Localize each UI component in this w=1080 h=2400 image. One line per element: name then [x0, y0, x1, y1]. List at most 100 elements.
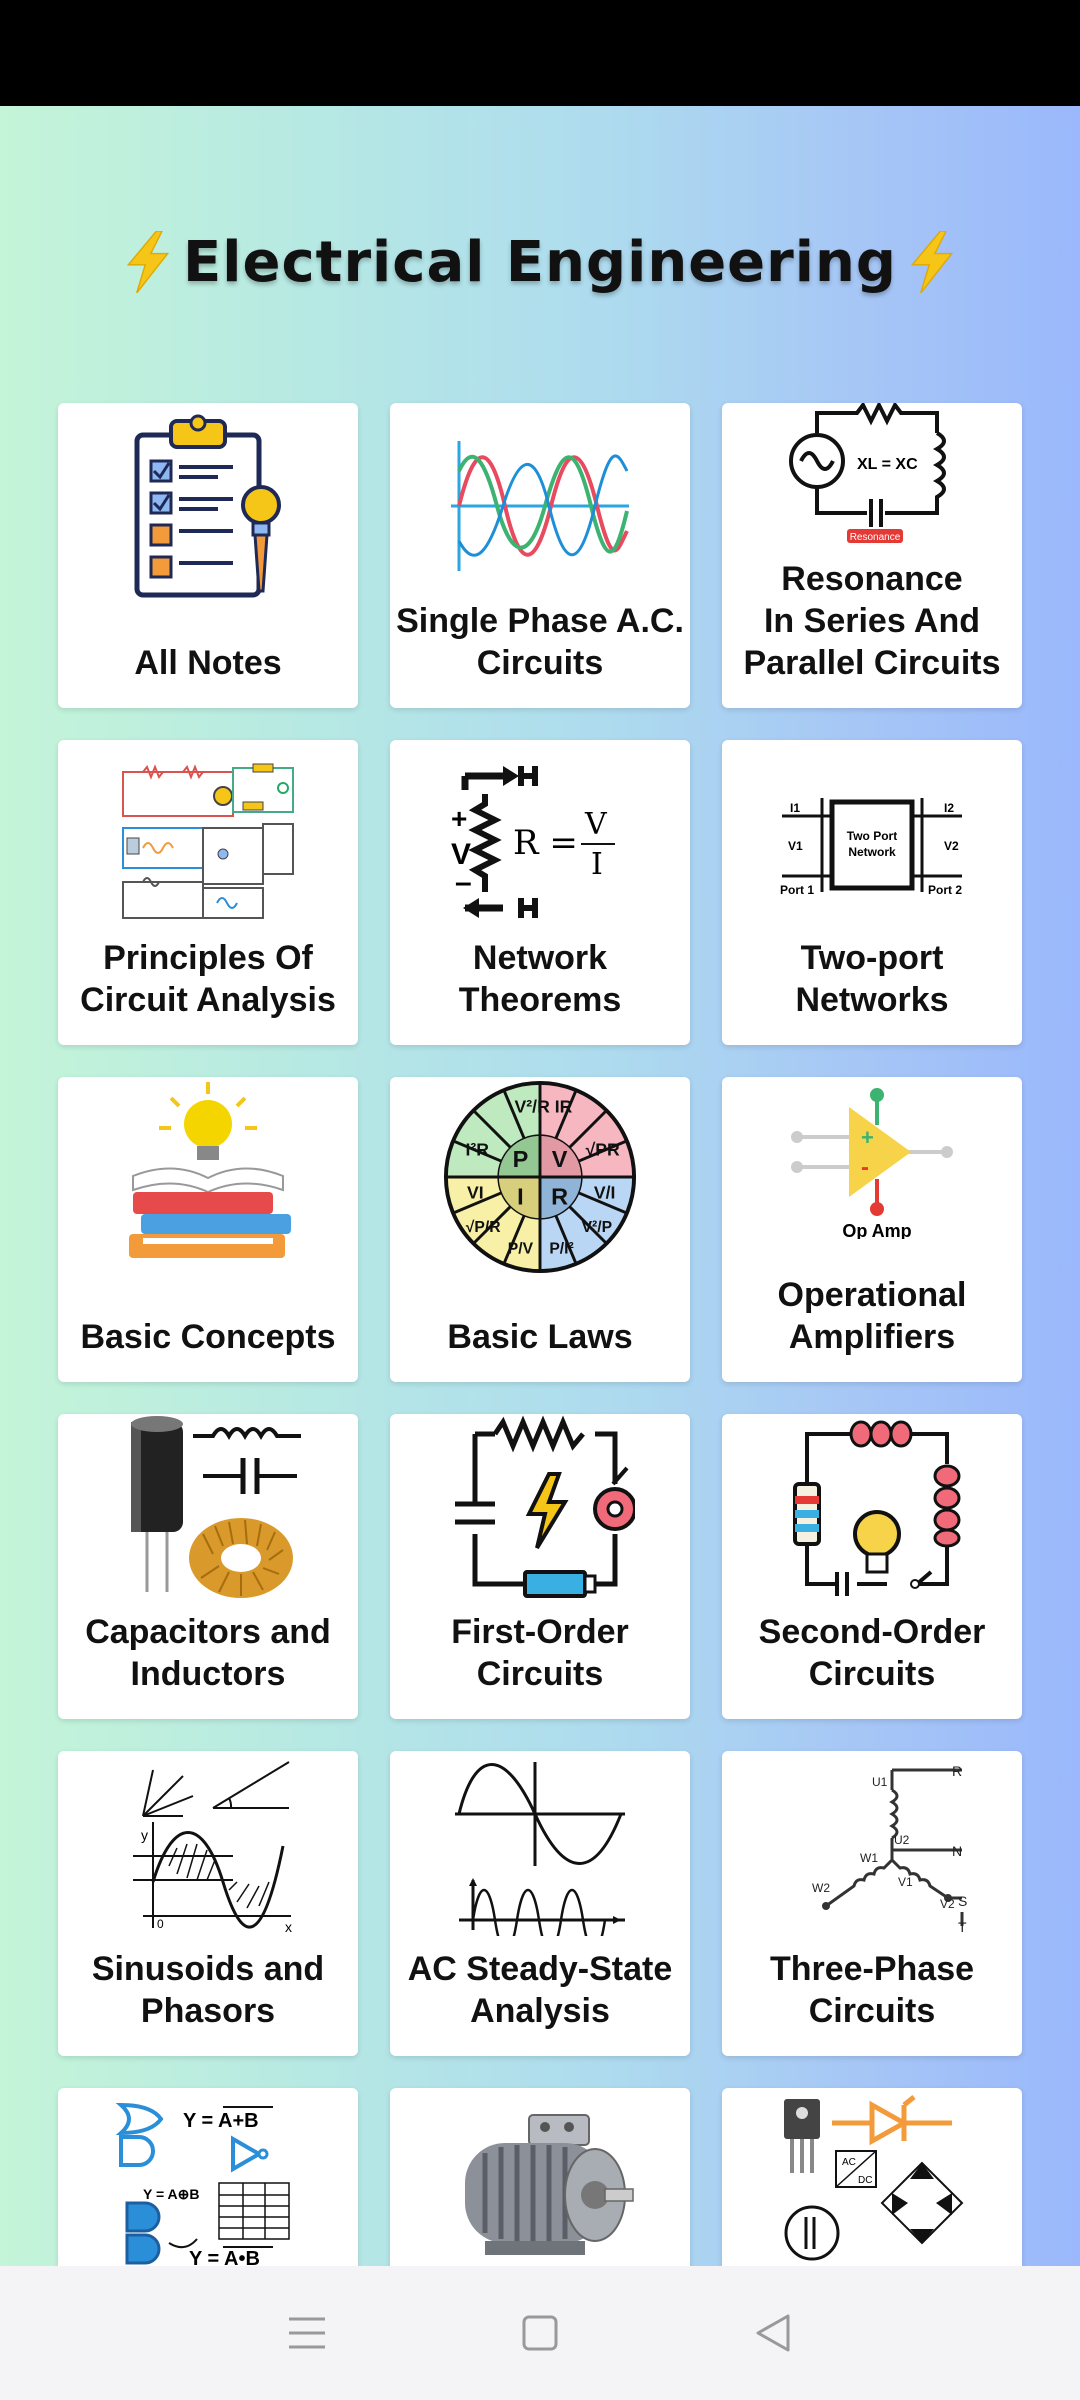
svg-text:V2: V2 [940, 1897, 955, 1911]
svg-text:+: + [451, 803, 467, 834]
power-electronics-icon: AC DC [772, 2088, 972, 2278]
card-three-phase[interactable]: R U1 U2 N W1 V1 W2 V2 S T Three-Phase Ci… [722, 1751, 1022, 2056]
svg-text:I2: I2 [944, 801, 954, 815]
port1-label: Port 1 [780, 883, 814, 897]
card-resonance[interactable]: XL = XC Resonance Resonance In Series An… [722, 403, 1022, 708]
op-amp-caption: Op Amp [842, 1221, 911, 1239]
svg-text:T: T [958, 1919, 967, 1935]
formula-text: XL = XC [857, 456, 918, 473]
card-single-phase-ac[interactable]: Single Phase A.C. Circuits [390, 403, 690, 708]
home-square-icon[interactable] [510, 2303, 570, 2363]
svg-text:+: + [861, 1125, 874, 1150]
card-label: Operational Amplifiers [777, 1276, 967, 1356]
card-capacitors-inductors[interactable]: Capacitors and Inductors [58, 1414, 358, 1719]
first-order-circuit-icon [440, 1414, 640, 1604]
svg-text:R: R [952, 1763, 962, 1779]
system-nav-bar [0, 2266, 1080, 2400]
svg-text:Y = A+B: Y = A+B [183, 2110, 259, 2132]
resonance-circuit-icon: XL = XC Resonance [772, 403, 972, 543]
svg-text:R: R [551, 1183, 568, 1209]
ohms-law-wheel-icon: P V I R V²/R IR √PR V/I I²R VI √P/R P/V … [440, 1079, 640, 1275]
svg-text:V1: V1 [898, 1875, 913, 1889]
svg-text:V²/R: V²/R [515, 1096, 551, 1116]
svg-text:V: V [552, 1146, 568, 1172]
ac-waveform-icon [440, 1751, 640, 1941]
svg-text:Y = A•B: Y = A•B [189, 2248, 260, 2270]
card-label: Capacitors and Inductors [85, 1613, 331, 1693]
svg-text:–: – [455, 866, 472, 899]
back-triangle-icon[interactable] [743, 2303, 803, 2363]
svg-text:P/V: P/V [508, 1240, 534, 1257]
card-label: Principles Of Circuit Analysis [80, 939, 336, 1019]
svg-text:Network: Network [848, 845, 896, 859]
svg-text:V: V [451, 838, 471, 871]
card-network-theorems[interactable]: + V – R = V I Network Theorems [390, 740, 690, 1045]
svg-text:AC: AC [842, 2157, 856, 2168]
card-label: Network Theorems [458, 939, 622, 1019]
card-all-notes[interactable]: All Notes [58, 403, 358, 708]
books-lightbulb-icon [108, 1082, 308, 1275]
app-title: Electrical Engineering [183, 229, 897, 295]
svg-text:V2: V2 [944, 839, 959, 853]
card-label: Basic Concepts [80, 1318, 336, 1356]
capacitor-inductor-icon [118, 1414, 318, 1604]
resonance-tag: Resonance [850, 532, 901, 543]
lightning-bolt-icon [910, 231, 954, 293]
card-basic-concepts[interactable]: Basic Concepts [58, 1077, 358, 1382]
three-phase-icon: R U1 U2 N W1 V1 W2 V2 S T [772, 1751, 972, 1941]
phasor-graph-icon: y 0 x [108, 1751, 308, 1941]
svg-text:W1: W1 [860, 1851, 878, 1865]
card-label: Resonance In Series And Parallel Circuit… [743, 560, 1001, 682]
card-two-port-networks[interactable]: I1 I2 V1 V2 Two Port Network Port 1 Port… [722, 740, 1022, 1045]
svg-text:I1: I1 [790, 801, 800, 815]
card-operational-amplifiers[interactable]: + - Op Amp Operational Amplifiers [722, 1077, 1022, 1382]
card-first-order-circuits[interactable]: First-Order Circuits [390, 1414, 690, 1719]
svg-text:IR: IR [555, 1096, 573, 1116]
svg-text:-: - [861, 1154, 869, 1181]
card-label: Sinusoids and Phasors [91, 1950, 325, 2030]
svg-text:V1: V1 [788, 839, 803, 853]
clipboard-checklist-icon [108, 411, 308, 601]
card-basic-laws[interactable]: P V I R V²/R IR √PR V/I I²R VI √P/R P/V … [390, 1077, 690, 1382]
card-label: All Notes [134, 644, 282, 682]
card-sinusoids-phasors[interactable]: y 0 x Sinusoids and Phasors [58, 1751, 358, 2056]
card-ac-steady-state[interactable]: AC Steady-State Analysis [390, 1751, 690, 2056]
svg-text:VI: VI [467, 1183, 484, 1203]
card-second-order-circuits[interactable]: Second-Order Circuits [722, 1414, 1022, 1719]
page-title: Electrical Engineering [0, 222, 1080, 302]
svg-text:W2: W2 [812, 1881, 830, 1895]
menu-icon[interactable] [277, 2303, 337, 2363]
card-label: Second-Order Circuits [758, 1613, 986, 1693]
svg-text:N: N [952, 1843, 962, 1859]
svg-text:R =: R = [513, 823, 578, 863]
card-label: Two-port Networks [795, 939, 949, 1019]
svg-text:I: I [591, 847, 603, 882]
svg-text:x: x [285, 1919, 292, 1935]
two-port-network-icon: I1 I2 V1 V2 Two Port Network Port 1 Port… [772, 748, 972, 938]
svg-text:V²/P: V²/P [582, 1219, 612, 1236]
logic-gates-icon: Y = A+B Y = A⊕B Y = A•B [108, 2088, 308, 2278]
svg-text:Two Port: Two Port [847, 829, 897, 843]
status-bar [0, 0, 1080, 106]
card-label: Three-Phase Circuits [769, 1950, 975, 2030]
svg-text:P: P [513, 1146, 529, 1172]
sine-waves-icon [440, 411, 640, 601]
svg-text:V: V [584, 807, 608, 842]
svg-text:y: y [141, 1827, 148, 1843]
svg-text:DC: DC [858, 2175, 872, 2186]
svg-text:I: I [517, 1183, 524, 1209]
op-amp-icon: + - Op Amp [772, 1079, 972, 1239]
card-label: Basic Laws [447, 1318, 633, 1356]
svg-text:S: S [958, 1893, 967, 1909]
second-order-circuit-icon [772, 1414, 972, 1604]
svg-text:V/I: V/I [594, 1183, 616, 1203]
svg-text:I²R: I²R [466, 1139, 490, 1159]
svg-text:U1: U1 [872, 1775, 888, 1789]
card-label: First-Order Circuits [451, 1613, 629, 1693]
card-label: Single Phase A.C. Circuits [396, 602, 684, 682]
electric-motor-icon [440, 2098, 640, 2278]
svg-text:Y = A⊕B: Y = A⊕B [143, 2186, 199, 2202]
svg-text:√PR: √PR [586, 1139, 620, 1159]
svg-text:0: 0 [157, 1917, 164, 1931]
card-principles-circuit-analysis[interactable]: Principles Of Circuit Analysis [58, 740, 358, 1045]
